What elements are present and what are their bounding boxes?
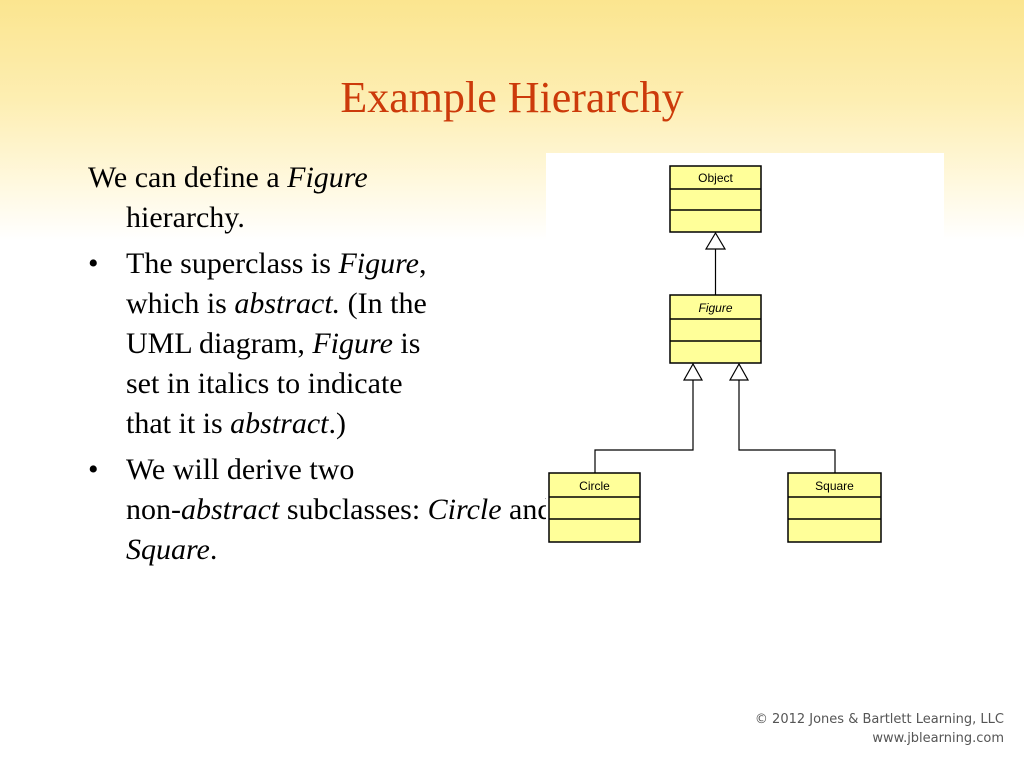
uml-class-figure: Figure xyxy=(669,294,762,364)
copyright-text: © 2012 Jones & Bartlett Learning, LLC xyxy=(754,712,1004,727)
bullet1-line-2: which is abstract. (In the xyxy=(126,287,427,320)
bullet1-line-5: that it is abstract.) xyxy=(126,407,347,440)
uml-class-figure-box xyxy=(669,294,762,364)
bullet2-line-1: We will derive two xyxy=(126,453,355,486)
intro-italic-figure: Figure xyxy=(287,161,368,194)
bullet1-line-1: The superclass is Figure, xyxy=(126,247,427,280)
uml-class-object: Object xyxy=(669,165,762,233)
bullet2-line-3: Square. xyxy=(126,533,218,566)
intro-text-1: We can define a xyxy=(88,161,288,194)
bullet-subclasses: • We will derive two non-abstract subcla… xyxy=(88,450,728,570)
uml-inheritance-arrow-object-icon xyxy=(704,231,727,250)
website-text: www.jblearning.com xyxy=(872,731,1004,746)
bullet1-line-4: set in italics to indicate xyxy=(126,367,403,400)
bullet2-line-2: non-abstract subclasses: Circle and xyxy=(126,493,553,526)
uml-edge-circle-figure xyxy=(594,380,694,473)
uml-class-figure-name: Figure xyxy=(698,301,732,315)
uml-class-circle-box xyxy=(548,472,641,543)
uml-diagram-svg: Object Figure Circle Sq xyxy=(546,153,944,553)
uml-diagram: Object Figure Circle Sq xyxy=(546,153,944,553)
bullet-glyph-2: • xyxy=(88,453,99,486)
intro-paragraph: We can define a Figure hierarchy. xyxy=(88,158,728,238)
bullet-glyph-1: • xyxy=(88,247,99,280)
intro-text-2: hierarchy. xyxy=(126,201,245,234)
slide-body: We can define a Figure hierarchy. • The … xyxy=(88,158,728,576)
uml-class-object-box xyxy=(669,165,762,233)
uml-class-object-name: Object xyxy=(698,171,733,185)
slide-title: Example Hierarchy xyxy=(340,73,684,122)
uml-class-circle: Circle xyxy=(548,472,641,543)
copyright-footer: © 2012 Jones & Bartlett Learning, LLC ww… xyxy=(755,710,1004,748)
uml-class-square-name: Square xyxy=(815,479,854,493)
uml-class-square: Square xyxy=(787,472,882,543)
bullet-superclass: • The superclass is Figure, which is abs… xyxy=(88,244,728,444)
uml-edge-square-figure xyxy=(738,380,836,473)
bullet1-line-3: UML diagram, Figure is xyxy=(126,327,421,360)
uml-class-circle-name: Circle xyxy=(579,479,610,493)
uml-class-square-box xyxy=(787,472,882,543)
